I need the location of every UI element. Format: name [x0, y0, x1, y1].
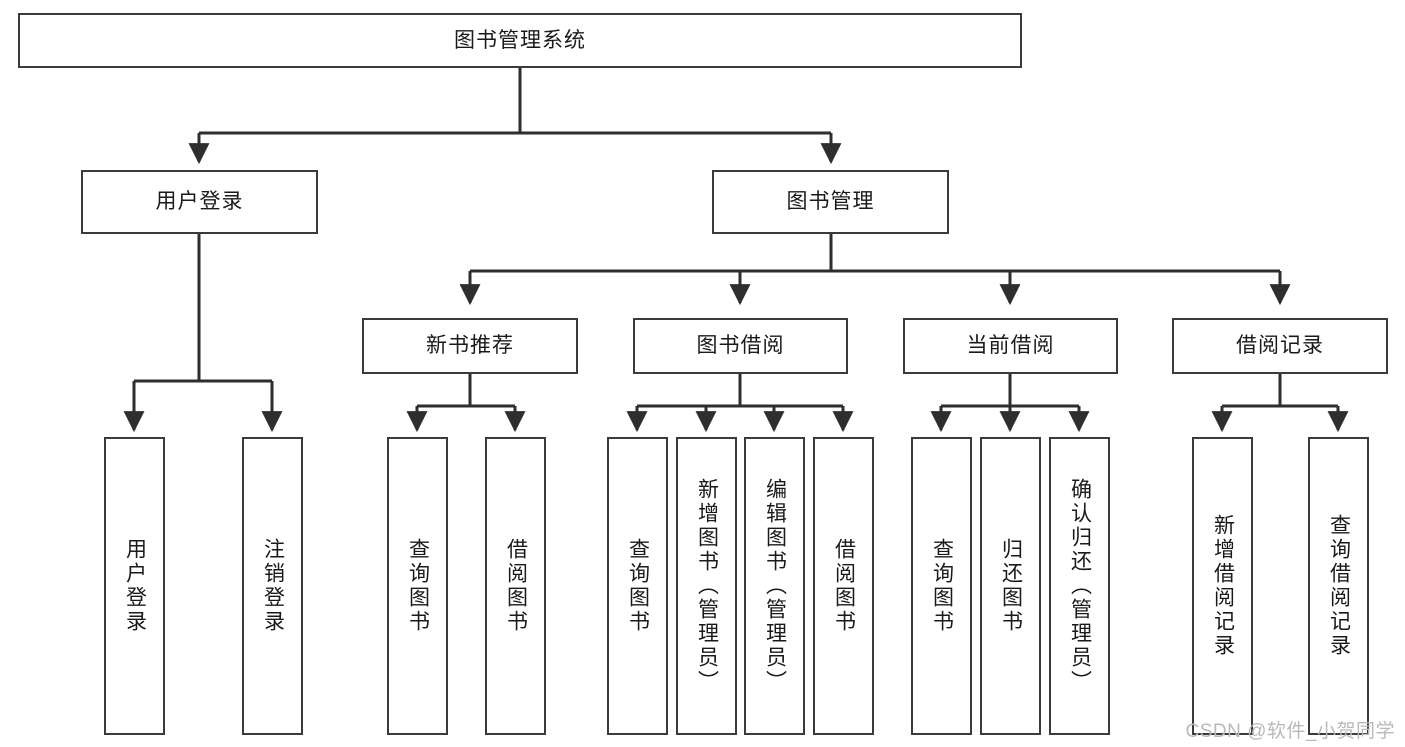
- node-borrow-record-label: 借阅记录: [1236, 334, 1324, 358]
- node-book-borrow[interactable]: 图书借阅: [633, 318, 848, 374]
- leaf-add-book-label: 新增图书（管理员）: [695, 478, 719, 694]
- leaf-user-logout[interactable]: 注销登录: [242, 437, 303, 735]
- leaf-edit-book-label: 编辑图书（管理员）: [763, 478, 787, 694]
- node-book-manage-label: 图书管理: [786, 190, 875, 214]
- leaf-confirm-return[interactable]: 确认归还（管理员）: [1049, 437, 1110, 735]
- leaf-query-record-label: 查询借阅记录: [1327, 514, 1351, 658]
- node-user-login-label: 用户登录: [155, 190, 244, 214]
- leaf-user-logout-label: 注销登录: [261, 538, 285, 634]
- node-new-book-recommend[interactable]: 新书推荐: [362, 318, 578, 374]
- node-book-manage[interactable]: 图书管理: [712, 170, 949, 234]
- node-current-borrow-label: 当前借阅: [966, 334, 1055, 358]
- leaf-user-login-label: 用户登录: [123, 538, 147, 634]
- leaf-borrow-book-1-label: 借阅图书: [504, 538, 528, 634]
- node-book-borrow-label: 图书借阅: [696, 334, 785, 358]
- leaf-query-book-2[interactable]: 查询图书: [607, 437, 668, 735]
- leaf-add-record-label: 新增借阅记录: [1211, 514, 1235, 658]
- leaf-borrow-book-2-label: 借阅图书: [832, 538, 856, 634]
- leaf-borrow-book-2[interactable]: 借阅图书: [813, 437, 874, 735]
- node-borrow-record[interactable]: 借阅记录: [1172, 318, 1388, 374]
- node-root-label: 图书管理系统: [454, 28, 586, 52]
- leaf-borrow-book-1[interactable]: 借阅图书: [485, 437, 546, 735]
- leaf-query-book-1-label: 查询图书: [406, 538, 430, 634]
- leaf-query-record[interactable]: 查询借阅记录: [1308, 437, 1369, 735]
- leaf-add-record[interactable]: 新增借阅记录: [1192, 437, 1253, 735]
- leaf-query-book-2-label: 查询图书: [626, 538, 650, 634]
- csdn-watermark: CSDN @软件_小贺同学: [1185, 721, 1395, 742]
- node-current-borrow[interactable]: 当前借阅: [903, 318, 1118, 374]
- node-new-book-recommend-label: 新书推荐: [426, 334, 514, 358]
- leaf-query-book-3[interactable]: 查询图书: [911, 437, 972, 735]
- node-user-login[interactable]: 用户登录: [81, 170, 318, 234]
- leaf-user-login[interactable]: 用户登录: [104, 437, 165, 735]
- leaf-return-book-label: 归还图书: [999, 538, 1023, 634]
- leaf-add-book[interactable]: 新增图书（管理员）: [676, 437, 737, 735]
- node-root[interactable]: 图书管理系统: [18, 13, 1022, 68]
- leaf-confirm-return-label: 确认归还（管理员）: [1068, 478, 1092, 694]
- leaf-query-book-3-label: 查询图书: [930, 538, 954, 634]
- leaf-query-book-1[interactable]: 查询图书: [387, 437, 448, 735]
- leaf-return-book[interactable]: 归还图书: [980, 437, 1041, 735]
- leaf-edit-book[interactable]: 编辑图书（管理员）: [744, 437, 805, 735]
